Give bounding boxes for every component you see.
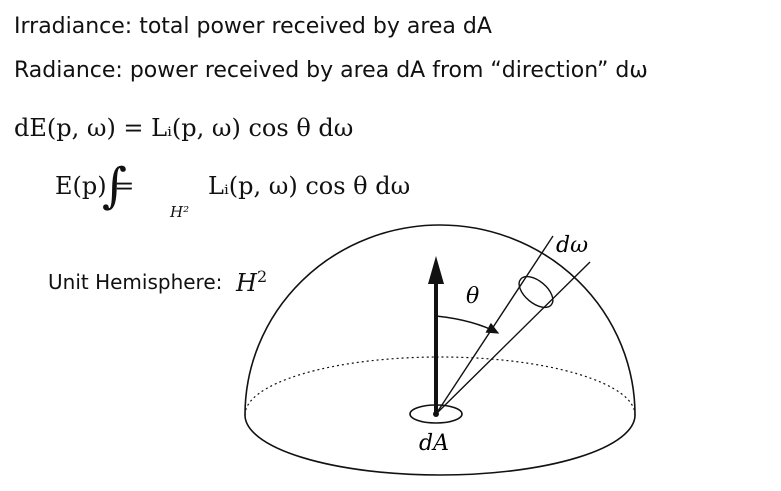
hemisphere-dome	[244, 224, 636, 416]
dA-label: dA	[419, 431, 449, 456]
integral-domain: H²	[170, 203, 190, 221]
radiance-definition: Radiance: power received by area dA from…	[14, 58, 648, 83]
hemisphere-label: Unit Hemisphere:	[48, 270, 223, 294]
theta-arc	[435, 315, 500, 334]
cone-line-left	[435, 235, 554, 415]
irradiance-definition: Irradiance: total power received by area…	[14, 14, 492, 39]
integral-sign: ∫	[102, 158, 128, 214]
hemisphere-symbol-base: H	[236, 269, 257, 297]
cone-line-right	[435, 261, 591, 415]
irradiance-integral-rhs: Lᵢ(p, ω) cos θ dω	[208, 172, 411, 200]
solid-angle-ellipse	[518, 275, 554, 309]
hemisphere-symbol: H2	[236, 267, 267, 297]
hemisphere-symbol-exponent: 2	[256, 267, 268, 286]
base-ellipse-front	[244, 414, 636, 476]
normal-arrow-head	[428, 256, 444, 284]
domega-label: dω	[556, 233, 588, 258]
base-ellipse-back	[244, 356, 636, 416]
theta-label: θ	[466, 284, 479, 309]
irradiance-integral-lhs: E(p) =	[55, 172, 135, 200]
irradiance-differential-equation: dE(p, ω) = Lᵢ(p, ω) cos θ dω	[14, 114, 354, 142]
